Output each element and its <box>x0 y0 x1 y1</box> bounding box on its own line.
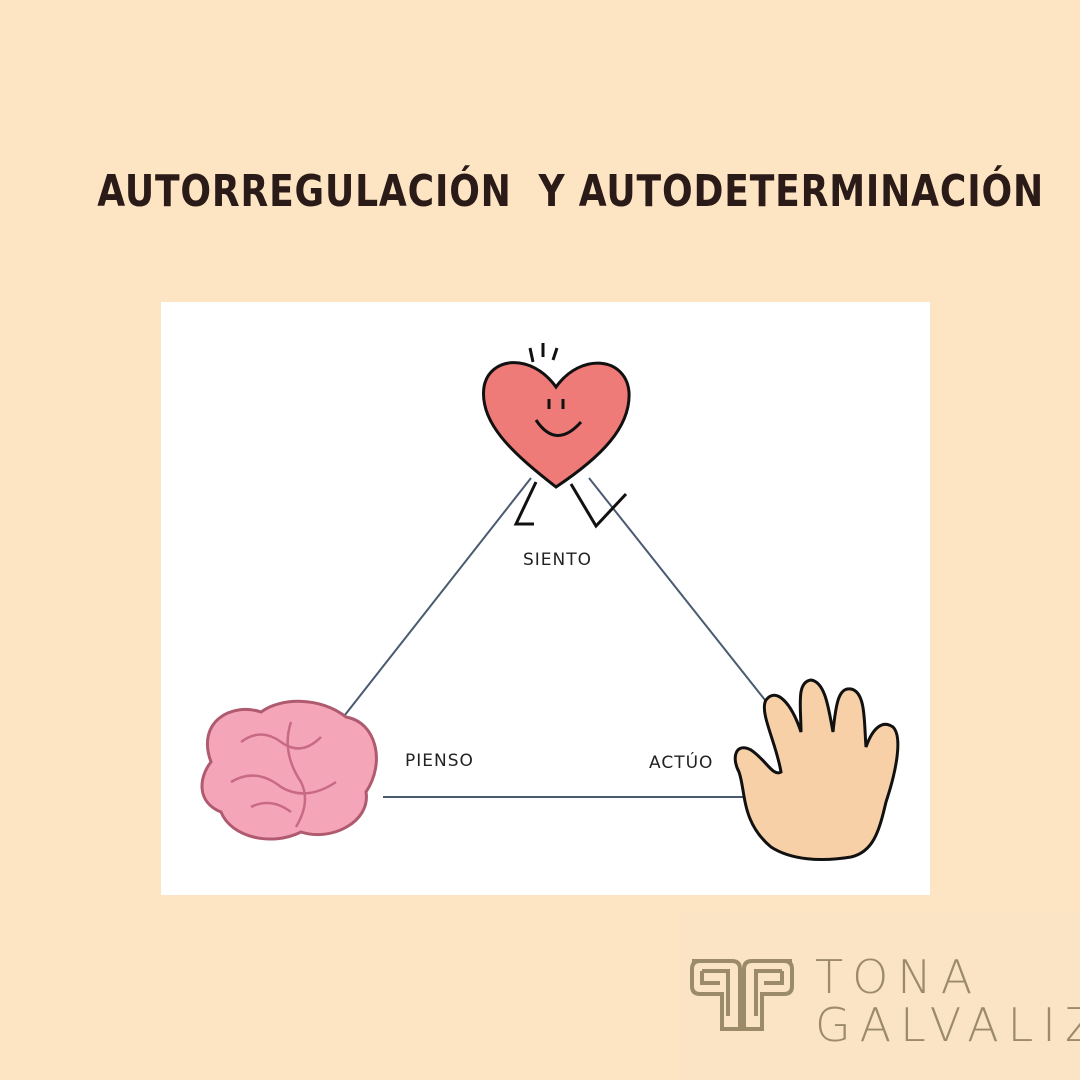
brain-icon <box>200 699 378 841</box>
right-edge <box>588 477 766 701</box>
smiling-heart-icon <box>482 343 631 529</box>
page-title: AUTORREGULACIÓN Y AUTODETERMINACIÓN <box>97 166 1044 217</box>
brand-logo: TONA GALVALIZ <box>680 912 1080 1080</box>
label-actuo: ACTÚO <box>649 753 714 773</box>
left-edge <box>340 477 532 721</box>
triangle-diagram <box>200 343 900 862</box>
triangle-lines <box>340 477 766 798</box>
brand-name-line2: GALVALIZ <box>815 998 1080 1052</box>
brand-name-line1: TONA <box>815 950 982 1004</box>
hand-icon <box>733 678 900 862</box>
label-pienso: PIENSO <box>405 751 474 771</box>
tg-monogram-logo <box>690 959 794 1031</box>
label-siento: SIENTO <box>523 550 593 570</box>
diagram-panel: SIENTO PIENSO ACTÚO <box>161 302 930 895</box>
